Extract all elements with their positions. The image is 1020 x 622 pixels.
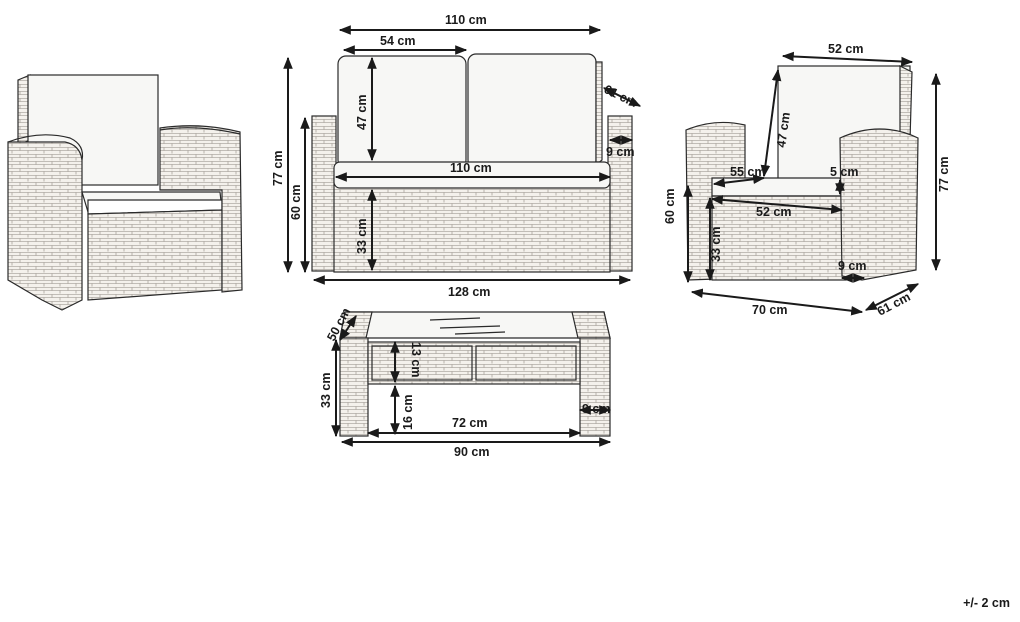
label-sofa-arm-width: 9 cm — [606, 145, 635, 159]
label-chair-arm-height: 60 cm — [663, 189, 677, 224]
label-chair-depth: 61 cm — [875, 290, 913, 319]
label-chair-seat-width: 52 cm — [756, 205, 791, 219]
label-chair-cushion-thickness: 5 cm — [830, 165, 859, 179]
label-table-inner-width: 72 cm — [452, 416, 487, 430]
label-table-height: 33 cm — [319, 373, 333, 408]
armchair-perspective-illustration — [7, 74, 243, 311]
label-chair-back-width: 52 cm — [828, 42, 863, 56]
armchair-side-illustration — [685, 65, 919, 281]
label-sofa-total-width: 128 cm — [448, 285, 490, 299]
label-sofa-back-height: 47 cm — [355, 95, 369, 130]
label-chair-arm-width: 9 cm — [838, 259, 867, 273]
label-sofa-width: 110 cm — [445, 13, 487, 27]
tolerance-note: +/- 2 cm — [963, 596, 1010, 610]
dimension-lines — [283, 25, 941, 447]
label-sofa-arm-height: 60 cm — [289, 185, 303, 220]
label-table-leg-width: 9 cm — [582, 402, 611, 416]
label-chair-seat-height: 33 cm — [709, 227, 723, 262]
label-table-shelf-height: 16 cm — [401, 395, 415, 430]
label-sofa-depth: 61 cm — [602, 82, 640, 110]
label-chair-width: 70 cm — [752, 303, 787, 317]
coffee-table-illustration — [339, 311, 611, 437]
label-sofa-seat-height: 33 cm — [355, 219, 369, 254]
label-table-shelf-gap: 13 cm — [409, 342, 423, 377]
label-chair-seat-depth: 55 cm — [730, 165, 765, 179]
label-chair-back-height: 47 cm — [774, 111, 793, 148]
label-sofa-seat-width: 110 cm — [450, 161, 492, 175]
label-table-width: 90 cm — [454, 445, 489, 459]
label-sofa-cushion-width: 54 cm — [380, 34, 415, 48]
label-chair-total-height: 77 cm — [937, 157, 951, 192]
label-sofa-total-height: 77 cm — [271, 151, 285, 186]
